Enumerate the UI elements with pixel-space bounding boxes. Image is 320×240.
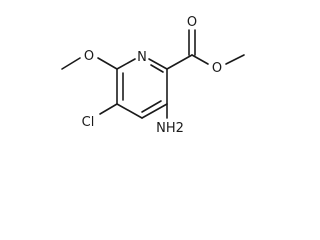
bond-c6-methoxy-o	[97, 57, 118, 70]
molecule-drawing: N O O O Cl NH2	[61, 15, 245, 136]
methoxy-group	[61, 57, 118, 70]
chlorine-label: Cl	[82, 115, 95, 130]
ester-carbonyl-oxygen-label: O	[187, 15, 197, 30]
bond-c2-carbonyl	[166, 54, 193, 70]
bond-ring-c4-c5	[116, 103, 143, 119]
bond-ring-c3-c4-inner	[141, 100, 162, 113]
methyl-ester-group	[166, 29, 245, 70]
bond-ring-n-c2-inner	[150, 64, 164, 73]
bond-ring-c3-c4	[141, 103, 168, 119]
bond-carbonyl-ether-o	[191, 54, 209, 65]
bond-c5-cl	[99, 103, 118, 115]
bond-ring-n-c2	[148, 58, 168, 70]
pyridine-ring	[116, 58, 168, 119]
ester-ether-oxygen-label: O	[212, 61, 222, 76]
structure-diagram: N O O O Cl NH2	[0, 0, 250, 140]
bond-ether-o-methyl	[225, 54, 245, 65]
amino-label: NH2	[156, 121, 184, 136]
bond-methoxy-o-methyl	[61, 57, 81, 70]
ring-nitrogen-label: N	[137, 50, 147, 65]
bond-ring-c6-n	[116, 58, 136, 70]
methoxy-oxygen-label: O	[84, 49, 94, 64]
